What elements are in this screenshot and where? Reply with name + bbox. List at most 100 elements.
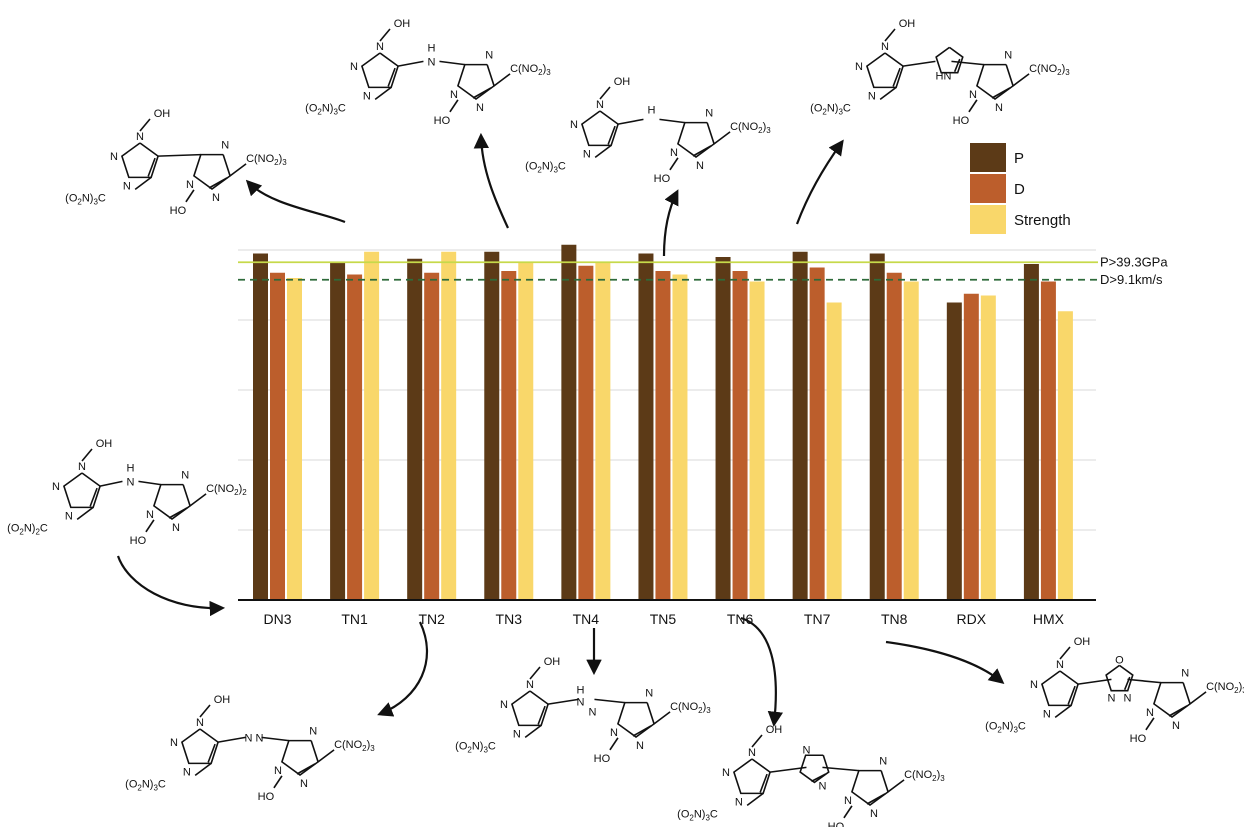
bar-tn6-p xyxy=(715,257,731,600)
atom-label: N xyxy=(350,61,358,73)
x-tick-label: HMX xyxy=(1033,611,1065,627)
bond xyxy=(379,28,391,42)
group-label: C(NO2)3 xyxy=(1206,681,1244,695)
group-label: (O2N)3C xyxy=(125,778,166,792)
bond xyxy=(659,118,685,124)
bond xyxy=(99,480,123,487)
atom-label: N xyxy=(181,470,189,482)
ring-bond xyxy=(799,754,830,784)
legend-label: Strength xyxy=(1014,212,1071,229)
structures: NNNNNNOHHO(O2N)3CC(NO2)3NNNNNNOHHO(O2N)3… xyxy=(7,18,1244,827)
bar-tn3-d xyxy=(501,271,517,600)
atom-label: N xyxy=(583,148,591,160)
double-bond xyxy=(892,67,901,87)
x-tick-label: TN3 xyxy=(496,611,523,627)
double-bond xyxy=(953,58,961,73)
x-tick-label: TN8 xyxy=(881,611,908,627)
threshold-label: D>9.1km/s xyxy=(1100,272,1163,287)
bond xyxy=(669,157,679,171)
bond xyxy=(449,99,459,113)
atom-label: H xyxy=(647,104,655,116)
atom-label: N xyxy=(735,796,743,808)
bond xyxy=(134,176,152,191)
arrow-tn8-down xyxy=(885,640,1005,684)
ring-bond xyxy=(360,52,400,89)
bond xyxy=(199,704,211,718)
atom-label: N xyxy=(110,151,118,163)
group-label: C(NO2)3 xyxy=(334,739,375,753)
atom-label: HO xyxy=(258,791,275,803)
atom-label: HO xyxy=(130,535,147,547)
atom-label: H xyxy=(427,42,435,54)
group-label: (O2N)3C xyxy=(677,808,718,822)
bond xyxy=(493,73,511,87)
bond xyxy=(617,118,644,125)
atom-label: N xyxy=(485,50,493,62)
arrow-tn7-top xyxy=(795,139,844,225)
group-label: (O2N)3C xyxy=(810,102,851,116)
bar-hmx-strength xyxy=(1057,311,1073,600)
atom-label: N xyxy=(500,699,508,711)
double-bond xyxy=(472,87,492,99)
atom-label: N xyxy=(52,481,60,493)
bond xyxy=(887,779,905,793)
bond xyxy=(194,762,212,777)
atom-label: N xyxy=(1107,692,1115,704)
group-label: (O2N)3C xyxy=(985,720,1026,734)
x-tick-label: DN3 xyxy=(263,611,291,627)
atom-label: H xyxy=(126,462,134,474)
bar-tn4-p xyxy=(561,244,577,600)
ring-bond xyxy=(865,52,905,89)
atom-label: HO xyxy=(654,173,671,185)
bar-tn7-p xyxy=(792,251,808,600)
bar-tn3-strength xyxy=(518,262,534,600)
bar-tn5-d xyxy=(655,271,671,600)
atom-label: N xyxy=(844,795,852,807)
bond xyxy=(547,698,579,705)
bar-rdx-d xyxy=(963,293,979,600)
atom-label: N xyxy=(1030,679,1038,691)
atom-label: N xyxy=(722,767,730,779)
atom-label: OH xyxy=(544,656,561,668)
atom-label: N xyxy=(300,778,308,790)
arrows xyxy=(116,132,1005,728)
atom-label: N xyxy=(1181,668,1189,680)
atom-label: N xyxy=(1056,659,1064,671)
double-bond xyxy=(1123,676,1131,691)
bond xyxy=(968,99,978,113)
group-label: C(NO2)3 xyxy=(1029,63,1070,77)
atom-label: N xyxy=(870,808,878,820)
bar-tn8-strength xyxy=(903,281,919,600)
ring-bond xyxy=(192,153,232,190)
bar-tn1-p xyxy=(330,262,346,600)
ring-bond xyxy=(616,701,656,738)
bond xyxy=(1077,678,1112,685)
bond xyxy=(751,734,763,748)
bond xyxy=(713,131,731,145)
double-bond xyxy=(208,177,228,189)
double-bond xyxy=(537,705,546,725)
ring-bond xyxy=(510,690,550,727)
bar-tn2-d xyxy=(424,272,440,600)
atom-label: HO xyxy=(1130,733,1147,745)
bars xyxy=(253,244,1073,600)
atom-label: OH xyxy=(154,108,171,120)
x-tick-label: TN2 xyxy=(418,611,445,627)
bond xyxy=(1012,73,1030,87)
atom-label: N xyxy=(610,727,618,739)
legend-label: P xyxy=(1014,150,1024,167)
bond xyxy=(374,86,392,101)
bond xyxy=(524,724,542,739)
x-tick-label: TN4 xyxy=(573,611,600,627)
atom-label: N xyxy=(1123,692,1131,704)
arrow-dn3-top xyxy=(245,179,346,224)
atom-label: HO xyxy=(434,115,451,127)
double-bond xyxy=(866,793,886,805)
bond xyxy=(1127,678,1161,684)
atom-label: N xyxy=(65,510,73,522)
double-bond xyxy=(811,773,827,783)
